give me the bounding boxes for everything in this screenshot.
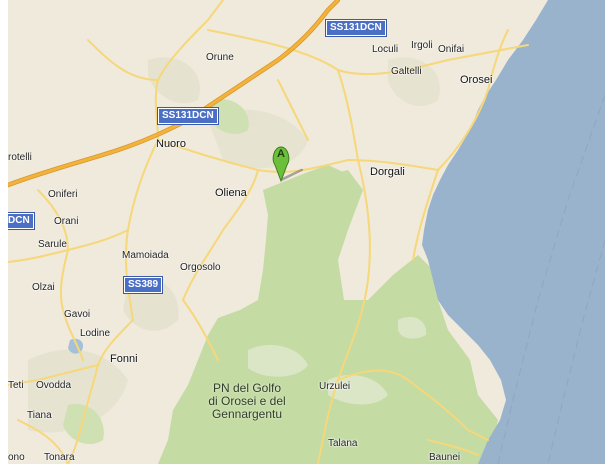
park-label-line: Gennargentu — [211, 407, 283, 421]
place-label: Fonni — [110, 353, 138, 365]
sea — [422, 0, 605, 464]
place-label: Lodine — [80, 328, 111, 339]
forest-patch — [63, 404, 104, 445]
place-label: Urzulei — [319, 381, 351, 392]
place-label: rotelli — [8, 152, 32, 163]
place-label: Orgosolo — [180, 262, 221, 273]
terrain-shading — [28, 57, 440, 433]
place-label: Sarule — [38, 239, 67, 250]
forest-patch — [208, 99, 249, 135]
place-label: Galtelli — [391, 66, 422, 77]
place-label: Oniferi — [48, 189, 78, 200]
park-label-line: di Orosei e del — [208, 394, 286, 408]
place-label: Onifai — [438, 44, 465, 55]
sea-lane — [497, 94, 605, 464]
place-label: Loculi — [372, 44, 399, 55]
park-light-patches — [248, 316, 427, 405]
place-label: Tiana — [27, 410, 52, 421]
road-shield-ss389: SS389 — [124, 277, 163, 293]
place-label: Baunei — [429, 452, 461, 463]
map-canvas[interactable]: SS131DCN SS131DCN DCN SS389 Orune Loculi… — [8, 0, 605, 464]
place-label: Tonara — [44, 452, 75, 463]
map-pin-icon[interactable]: A — [270, 145, 310, 185]
map-base-layer — [8, 0, 605, 464]
national-park-label: PN del Golfo di Orosei e del Gennargentu — [194, 382, 300, 421]
place-label: Talana — [328, 438, 358, 449]
place-label: Nuoro — [156, 138, 186, 150]
place-label: Oliena — [215, 187, 247, 199]
road-shield-ss131dcn: SS131DCN — [158, 108, 218, 124]
place-label: Orune — [206, 52, 234, 63]
road-shield-ss131dcn: SS131DCN — [326, 20, 386, 36]
place-label: Dorgali — [370, 166, 405, 178]
national-park-area — [158, 170, 498, 464]
place-label: Orani — [54, 216, 79, 227]
minor-roads — [8, 0, 529, 464]
place-label: Mamoiada — [122, 250, 169, 261]
place-label: ono — [8, 452, 25, 463]
place-label: Ovodda — [36, 380, 72, 391]
place-label: Gavoi — [64, 309, 91, 320]
place-label: Irgoli — [411, 40, 433, 51]
sea-lane — [547, 239, 605, 464]
place-label: Olzai — [32, 282, 55, 293]
park-north-strip — [263, 165, 343, 192]
map-pin-shape — [272, 146, 304, 183]
park-label-line: PN del Golfo — [212, 381, 282, 395]
road-shield-ss131dcn: DCN — [8, 213, 34, 229]
marker-label: A — [277, 148, 285, 160]
place-label: Teti — [8, 380, 24, 391]
place-label: Orosei — [460, 74, 493, 86]
